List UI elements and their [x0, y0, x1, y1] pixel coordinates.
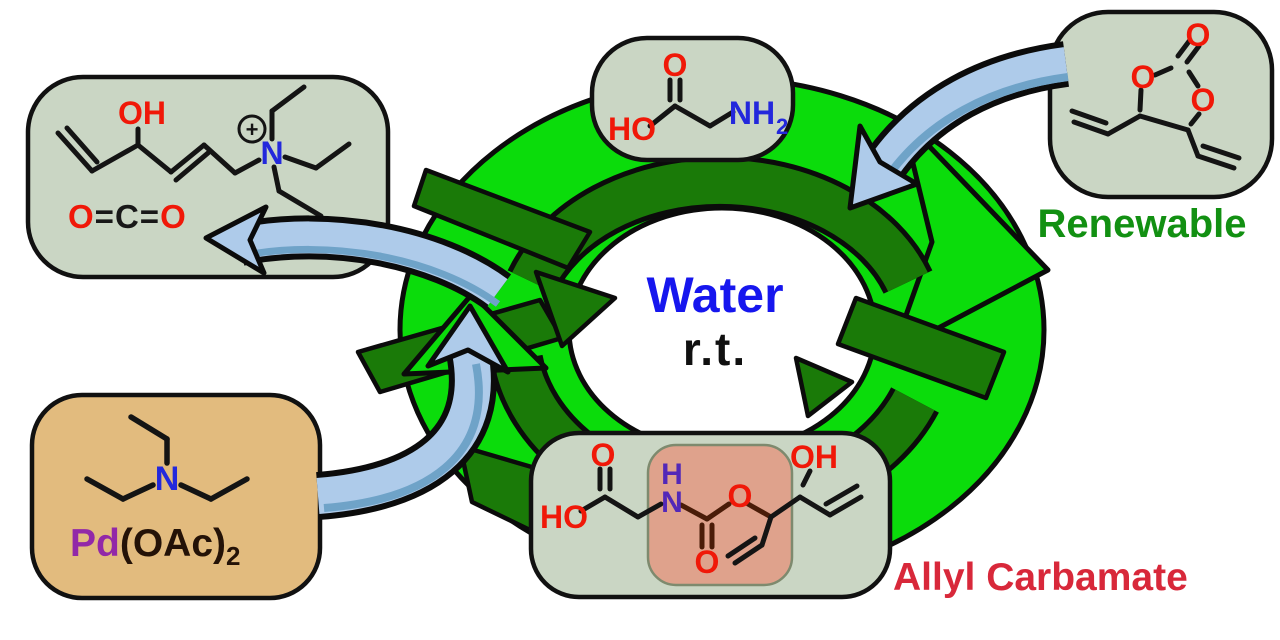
arrow-head [847, 123, 920, 211]
bond-lines [647, 77, 736, 129]
bond-lines-right [725, 468, 864, 566]
o-left-label: O [1131, 59, 1156, 95]
co2-bond1: = [94, 198, 115, 235]
o-label: O [663, 47, 688, 83]
dark-band-upper-left [411, 167, 593, 271]
bond-lines [1069, 37, 1242, 171]
arrow-edge [239, 245, 501, 307]
oh-label: OH [790, 439, 838, 475]
arrow-head [425, 303, 511, 375]
oac-text: (OAc) [119, 522, 227, 565]
arrow-edge [323, 363, 483, 512]
oh-label: OH [118, 95, 166, 131]
co2-bond2: = [139, 198, 161, 235]
arrow-body [870, 47, 1069, 176]
co2-c: C [114, 198, 140, 235]
bond-lines [55, 84, 352, 219]
glycine-box [589, 35, 796, 163]
n-label: N [260, 135, 283, 171]
arrow-to-product [203, 204, 512, 310]
n-label: N [661, 486, 683, 519]
o-top-label: O [591, 437, 616, 473]
co2-o-right: O [160, 198, 187, 235]
ho-label: HO [608, 111, 656, 147]
molecule-glycine: O HO NH 2 [608, 47, 788, 147]
arrow-head [203, 204, 269, 276]
room-temperature-label: r.t. [682, 323, 748, 375]
dark-band-right [835, 295, 1007, 401]
n-label: N [155, 460, 180, 498]
charge-symbol: + [246, 117, 259, 142]
o-right-label: O [1191, 82, 1216, 118]
nh-subscript: 2 [776, 114, 788, 139]
nh-label: NH [729, 95, 775, 131]
oac-subscript: 2 [226, 540, 241, 571]
co2-label: O=C=O [68, 198, 187, 236]
pd-oac-label: Pd(OAc)2 [70, 522, 240, 572]
arrow-edge [882, 73, 1069, 182]
molecule-allyl-carbamate: O HO H N O O OH [540, 437, 864, 580]
renewable-label: Renewable [1037, 202, 1247, 246]
renewable-box [1047, 9, 1275, 200]
arrow-from-catalyst [315, 303, 511, 520]
pd-symbol: Pd [70, 522, 120, 565]
allyl-carbamate-label: Allyl Carbamate [893, 556, 1188, 599]
dark-wedge-bottom-right [793, 355, 855, 419]
molecule-triethylamine: N [84, 414, 250, 502]
co2-o-left: O [68, 198, 95, 235]
ho-label: HO [540, 499, 588, 535]
bond-lines-highlighted [678, 501, 774, 550]
h-label: H [661, 458, 683, 491]
water-label: Water [646, 267, 784, 323]
arrow-body [316, 348, 491, 514]
dark-chevron-center-left [533, 269, 618, 349]
bond-lines [578, 466, 664, 520]
o-ester-label: O [728, 478, 753, 514]
arrow-body [236, 221, 508, 306]
bond-lines [84, 414, 250, 502]
charge-circle [237, 114, 267, 144]
molecule-vinyl-carbonate: O O O [1069, 17, 1242, 171]
arrow-from-renewable [847, 41, 1070, 211]
o-carbonyl-label: O [695, 544, 720, 580]
o-top-label: O [1186, 17, 1211, 53]
molecule-ammonium-product: + OH N [55, 84, 352, 219]
